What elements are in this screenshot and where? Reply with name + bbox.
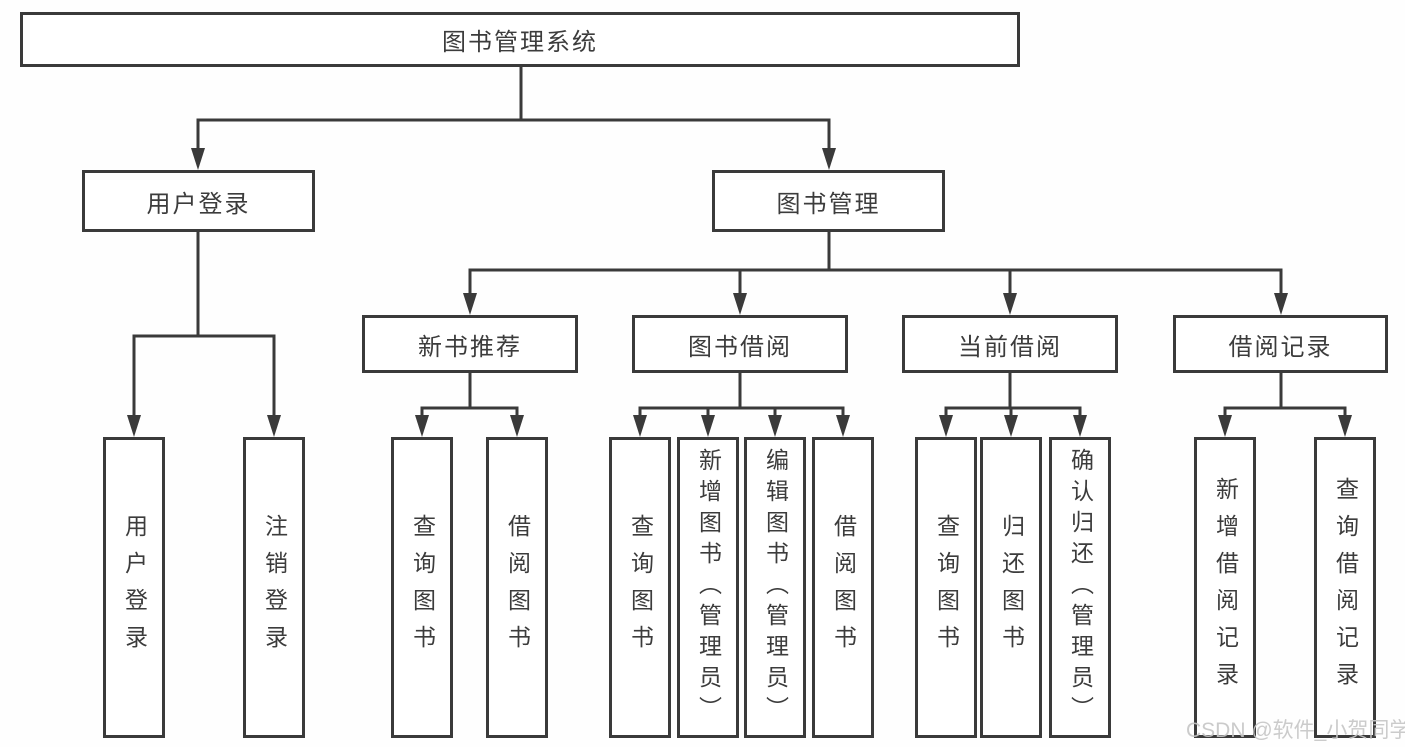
node-label: 当前借阅 xyxy=(958,333,1062,361)
arrowhead-icon xyxy=(463,293,477,315)
node-book-management: 图书管理 xyxy=(712,170,945,232)
node-label: 图书管理 xyxy=(776,190,881,218)
node-label: 新书推荐 xyxy=(418,333,522,361)
leaf-query-books-3: 查询图书 xyxy=(915,437,977,738)
node-book-borrow: 图书借阅 xyxy=(632,315,848,373)
leaf-label: 新增借阅记录 xyxy=(1212,476,1239,699)
node-current-borrow: 当前借阅 xyxy=(902,315,1118,373)
arrowhead-icon xyxy=(1218,415,1232,437)
leaf-logout: 注销登录 xyxy=(243,437,305,738)
node-label: 图书借阅 xyxy=(688,333,792,361)
arrowhead-icon xyxy=(191,148,205,170)
arrowhead-icon xyxy=(1338,415,1352,437)
leaf-edit-books-admin: 编辑图书（管理员） xyxy=(744,437,806,738)
arrowhead-icon xyxy=(267,415,281,437)
leaf-label: 查询借阅记录 xyxy=(1332,476,1359,699)
arrowhead-icon xyxy=(415,415,429,437)
arrowhead-icon xyxy=(1004,415,1018,437)
leaf-query-books-1: 查询图书 xyxy=(391,437,453,738)
leaf-label: 借阅图书 xyxy=(830,513,857,662)
node-borrow-record: 借阅记录 xyxy=(1173,315,1388,373)
arrowhead-icon xyxy=(633,415,647,437)
node-library-system-root: 图书管理系统 xyxy=(20,12,1020,67)
arrowhead-icon xyxy=(768,415,782,437)
leaf-borrow-books-2: 借阅图书 xyxy=(812,437,874,738)
arrowhead-icon xyxy=(1274,293,1288,315)
node-new-book-recommend: 新书推荐 xyxy=(362,315,578,373)
leaf-label: 注销登录 xyxy=(261,513,288,662)
arrowhead-icon xyxy=(939,415,953,437)
leaf-label: 归还图书 xyxy=(998,513,1025,662)
arrowhead-icon xyxy=(822,148,836,170)
leaf-label: 编辑图书（管理员） xyxy=(762,448,789,727)
node-label: 借阅记录 xyxy=(1228,333,1333,361)
leaf-label: 查询图书 xyxy=(409,513,436,662)
leaf-query-books-2: 查询图书 xyxy=(609,437,671,738)
arrowhead-icon xyxy=(1073,415,1087,437)
leaf-return-books: 归还图书 xyxy=(980,437,1042,738)
arrowhead-icon xyxy=(127,415,141,437)
leaf-borrow-books-1: 借阅图书 xyxy=(486,437,548,738)
arrowhead-icon xyxy=(701,415,715,437)
leaf-label: 查询图书 xyxy=(627,513,654,662)
leaf-label: 用户登录 xyxy=(121,513,148,662)
leaf-label: 确认归还（管理员） xyxy=(1067,448,1094,727)
node-label: 用户登录 xyxy=(146,190,251,218)
leaf-query-borrow-record: 查询借阅记录 xyxy=(1314,437,1376,738)
arrowhead-icon xyxy=(733,293,747,315)
arrowhead-icon xyxy=(510,415,524,437)
leaf-user-login: 用户登录 xyxy=(103,437,165,738)
arrowhead-icon xyxy=(836,415,850,437)
leaf-label: 新增图书（管理员） xyxy=(695,448,722,727)
node-user-login: 用户登录 xyxy=(82,170,315,232)
node-label: 图书管理系统 xyxy=(442,29,598,56)
leaf-add-books-admin: 新增图书（管理员） xyxy=(677,437,739,738)
leaf-add-borrow-record: 新增借阅记录 xyxy=(1194,437,1256,738)
arrowhead-icon xyxy=(1003,293,1017,315)
leaf-label: 借阅图书 xyxy=(504,513,531,662)
csdn-watermark: CSDN @软件_小贺同学 xyxy=(1186,719,1405,742)
leaf-confirm-return-admin: 确认归还（管理员） xyxy=(1049,437,1111,738)
leaf-label: 查询图书 xyxy=(933,513,960,662)
